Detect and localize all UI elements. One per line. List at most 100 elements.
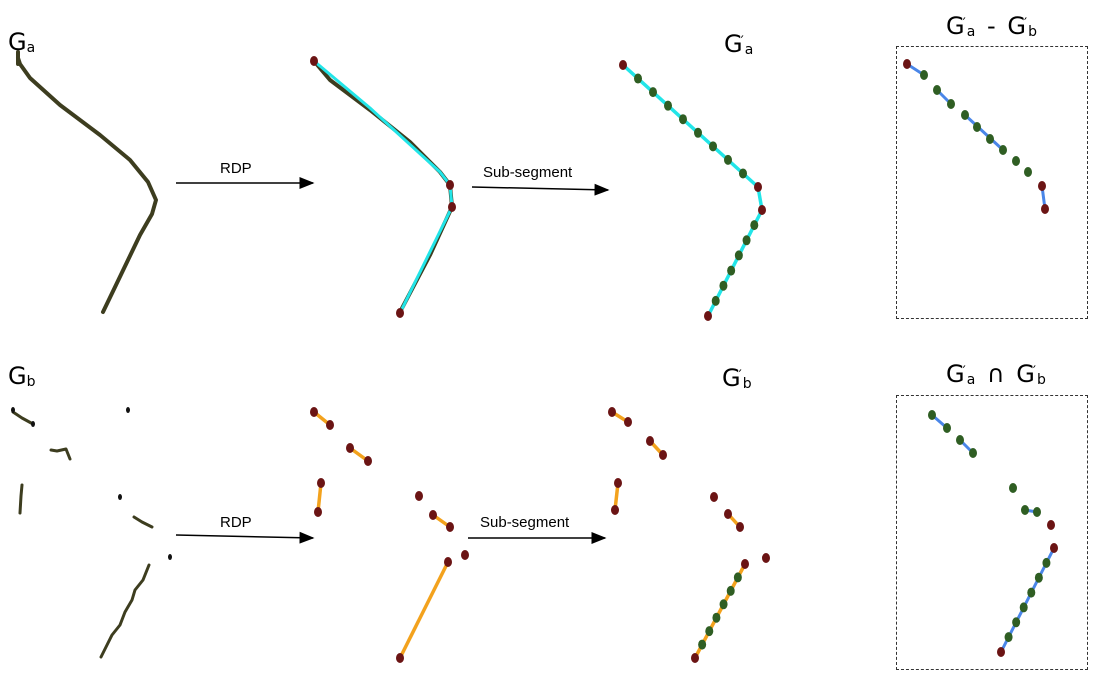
rdp-point-gb	[314, 507, 322, 517]
intersection-panel	[896, 395, 1088, 670]
difference-endpoint	[903, 59, 911, 69]
label-gb-base: G	[8, 362, 27, 390]
intersection-midpoint	[1027, 587, 1036, 598]
label-int-b-mark: ′	[1032, 364, 1037, 380]
label-gb: Gb	[8, 362, 36, 390]
subsegment-midpoint-gb	[719, 599, 728, 610]
difference-midpoint	[973, 122, 981, 132]
rdp-point-gb	[396, 653, 404, 663]
subsegment-midpoint-ga	[679, 114, 687, 125]
subsegment-midpoint-gb	[705, 626, 714, 637]
label-int-b-base: G	[1016, 360, 1035, 388]
subsegment-midpoint-ga	[711, 295, 720, 306]
subsegment-line-ga	[621, 63, 764, 318]
subsegment-midpoint-ga	[727, 265, 736, 276]
difference-midpoint	[1012, 156, 1020, 166]
label-diff-b-sub: b	[1028, 24, 1038, 40]
subsegment-endpoint-gb	[624, 417, 632, 427]
label-int-a-base: G	[946, 360, 965, 388]
intersection-midpoint	[1021, 505, 1029, 515]
raw-line-gb	[99, 563, 151, 659]
arrow-label-rdp-bottom: RDP	[220, 514, 252, 531]
subsegment-endpoint-gb	[646, 436, 654, 446]
subsegment-endpoint-ga	[754, 182, 762, 192]
intersection-midpoint	[1009, 483, 1017, 493]
subsegment-endpoint-gb	[659, 450, 667, 460]
intersection-midpoint	[1012, 617, 1021, 628]
intersection-midpoint	[1019, 602, 1028, 613]
subsegment-endpoint-gb	[762, 553, 770, 563]
subsegment-endpoint-gb	[736, 522, 744, 532]
subsegment-endpoint-gb	[611, 505, 619, 515]
intersection-midpoint	[1034, 572, 1043, 583]
label-difference: G′a - G′b	[946, 12, 1038, 40]
raw-line-gb	[11, 410, 35, 426]
subsegment-midpoint-gb	[712, 612, 721, 623]
label-gb-prime-mark: ′	[738, 368, 742, 384]
subsegment-midpoint-ga	[742, 235, 751, 246]
intersection-midpoint	[1033, 507, 1041, 517]
difference-midpoint	[1024, 167, 1032, 177]
arrow-label-rdp-top: RDP	[220, 160, 252, 177]
raw-point-gb	[168, 554, 172, 560]
subsegment-endpoint-gb	[691, 653, 699, 663]
label-gb-prime-sub: b	[742, 376, 752, 392]
rdp-point-ga	[310, 56, 318, 66]
label-diff-b-mark: ′	[1023, 16, 1028, 32]
label-diff-b-base: G	[1007, 12, 1026, 40]
label-gb-sub: b	[26, 374, 36, 390]
intersection-midpoint	[943, 423, 951, 433]
label-int-a-sub: a	[966, 372, 976, 388]
label-diff-operator: -	[987, 12, 996, 40]
label-gb-prime-base: G	[722, 364, 741, 392]
difference-line	[963, 113, 1005, 152]
difference-panel	[896, 46, 1088, 319]
arrow-rdp-bottom	[175, 531, 315, 544]
subsegment-midpoint-ga	[709, 141, 717, 152]
subsegment-midpoint-ga	[739, 168, 747, 179]
raw-point-gb	[126, 407, 130, 413]
rdp-point-gb	[461, 550, 469, 560]
subsegment-midpoint-gb	[733, 572, 742, 583]
subsegment-endpoint-gb	[724, 509, 732, 519]
label-ga-prime-mark: ′	[740, 34, 744, 50]
difference-endpoint	[1041, 204, 1049, 214]
raw-line-gb	[18, 483, 24, 515]
rdp-point-gb	[364, 456, 372, 466]
rdp-line-gb	[398, 560, 450, 660]
intersection-midpoint	[928, 410, 936, 420]
difference-midpoint	[986, 134, 994, 144]
intersection-midpoint	[1042, 557, 1051, 568]
subsegment-midpoint-ga	[750, 220, 759, 231]
label-ga-sub: a	[26, 40, 36, 56]
label-ga-prime-sub: a	[744, 42, 754, 58]
rdp-point-gb	[415, 491, 423, 501]
subsegment-midpoint-ga	[694, 127, 702, 138]
subsegment-endpoint-gb	[614, 478, 622, 488]
subsegment-endpoint-ga	[704, 311, 712, 321]
difference-midpoint	[999, 145, 1007, 155]
intersection-endpoint	[997, 647, 1005, 657]
difference-midpoint	[933, 85, 941, 95]
raw-line-gb	[132, 515, 154, 529]
subsegment-midpoint-gb	[698, 639, 707, 650]
rdp-raw-under-ga	[312, 59, 454, 314]
arrow-subsegment-top	[471, 183, 610, 196]
raw-line-ga	[16, 56, 158, 314]
subsegment-endpoint-gb	[741, 559, 749, 569]
rdp-point-gb	[429, 510, 437, 520]
rdp-line-ga	[312, 59, 454, 315]
subsegment-endpoint-ga	[758, 205, 766, 215]
arrow-label-subsegment-top: Sub-segment	[483, 164, 573, 181]
label-ga-prime: G′a	[724, 32, 754, 58]
subsegment-midpoint-ga	[664, 100, 672, 111]
label-int-operator: ∩	[987, 360, 1005, 388]
rdp-point-gb	[326, 420, 334, 430]
rdp-point-gb	[310, 407, 318, 417]
label-intersection: G′a ∩ G′b	[946, 360, 1046, 388]
difference-midpoint	[947, 99, 955, 109]
subsegment-midpoint-ga	[724, 154, 732, 165]
intersection-endpoint	[1050, 543, 1058, 553]
intersection-midpoint	[956, 435, 964, 445]
